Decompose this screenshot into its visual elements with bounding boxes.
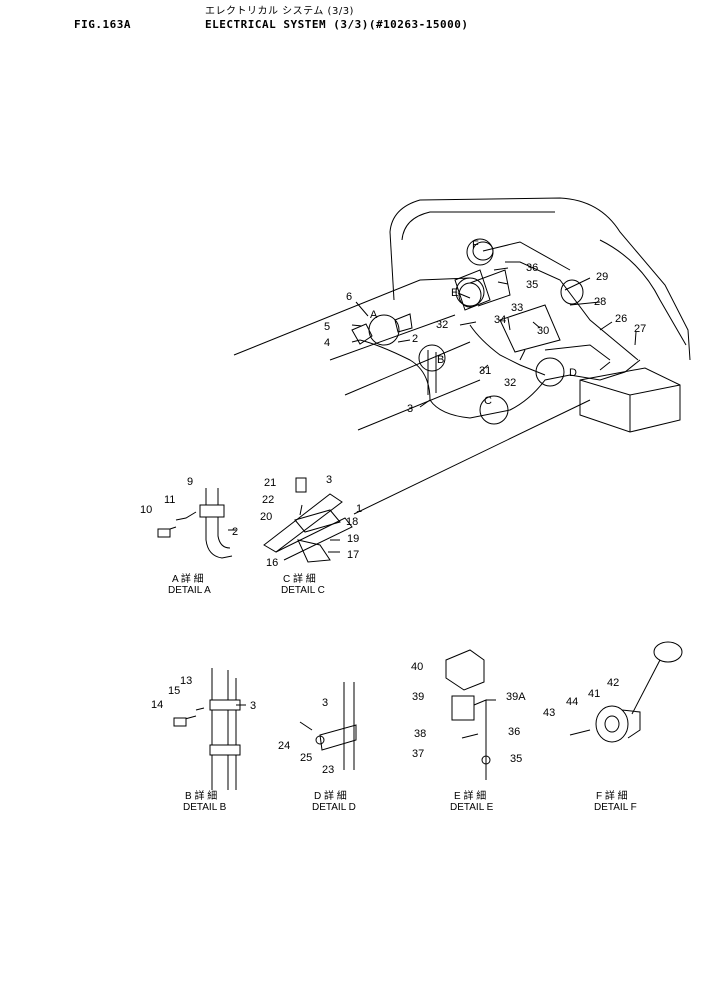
detail-a-part-10: 10	[140, 504, 152, 516]
detail-f-part-42: 42	[607, 677, 619, 689]
detail-c-part-17: 17	[347, 549, 359, 561]
detail-c-drawing: 21 3 22 1 20 18 19 16 17 C 詳 細 DETAIL C	[260, 474, 362, 596]
detail-b-caption: DETAIL B	[183, 802, 227, 813]
callout-28: 28	[594, 296, 606, 308]
detail-c-leader	[353, 399, 591, 515]
detail-d-part-25: 25	[300, 752, 312, 764]
figure-title: ELECTRICAL SYSTEM (3/3)(#10263-15000)	[205, 18, 469, 31]
detail-c-part-20: 20	[260, 511, 272, 523]
callout-5: 5	[324, 321, 330, 333]
detail-e-part-40: 40	[411, 661, 423, 673]
detail-a-caption: DETAIL A	[168, 585, 211, 596]
detail-e-part-38: 38	[414, 728, 426, 740]
detail-c-part-1: 1	[356, 503, 362, 515]
detail-f-part-43: 43	[543, 707, 555, 719]
detail-f-caption: DETAIL F	[594, 802, 637, 813]
callout-4: 4	[324, 337, 330, 349]
main-callout-labels: F 36 35 29 E 33 28 6 A 34 5 2 32 30 26 2…	[324, 239, 646, 415]
detail-e-small-label: E 詳 細	[454, 789, 486, 802]
callout-3: 3	[407, 403, 413, 415]
callout-E: E	[451, 287, 458, 299]
detail-e-part-39: 39	[412, 691, 424, 703]
detail-f-drawing: 42 41 44 43 F 詳 細 DETAIL F	[543, 641, 683, 813]
detail-a-drawing: 9 11 10 2 A 詳 細 DETAIL A	[140, 476, 238, 596]
callout-35: 35	[526, 279, 538, 291]
callout-6: 6	[346, 291, 352, 303]
callout-34: 34	[494, 314, 506, 326]
detail-a-part-2: 2	[232, 526, 238, 538]
callout-C: C	[484, 395, 492, 407]
detail-f-part-44: 44	[566, 696, 578, 708]
detail-e-part-35: 35	[510, 753, 522, 765]
figure-number: FIG.163A	[74, 18, 131, 31]
detail-c-small-label: C 詳 細	[283, 572, 316, 585]
detail-c-part-21: 21	[264, 477, 276, 489]
callout-29: 29	[596, 271, 608, 283]
detail-b-part-14: 14	[151, 699, 163, 711]
detail-b-small-label: B 詳 細	[185, 789, 217, 802]
detail-c-part-3: 3	[326, 474, 332, 486]
callout-27: 27	[634, 323, 646, 335]
detail-c-part-19: 19	[347, 533, 359, 545]
detail-c-caption: DETAIL C	[281, 585, 325, 596]
detail-e-part-37: 37	[412, 748, 424, 760]
main-assembly-drawing	[233, 197, 691, 433]
detail-e-part-39A: 39A	[506, 691, 526, 703]
detail-b-part-15: 15	[168, 685, 180, 697]
callout-30: 30	[537, 325, 549, 337]
detail-c-part-22: 22	[262, 494, 274, 506]
detail-b-part-13: 13	[180, 675, 192, 687]
detail-e-drawing: 40 39 39A 38 36 37 35 E 詳 細 DETAIL E	[411, 649, 526, 813]
detail-b-part-3: 3	[250, 700, 256, 712]
detail-c-part-18: 18	[346, 516, 358, 528]
detail-d-small-label: D 詳 細	[314, 789, 347, 802]
detail-a-part-9: 9	[187, 476, 193, 488]
detail-c-part-16: 16	[266, 557, 278, 569]
detail-d-caption: DETAIL D	[312, 802, 356, 813]
callout-36: 36	[526, 262, 538, 274]
detail-a-small-label: A 詳 細	[172, 572, 204, 585]
detail-b-drawing: 13 15 14 3 B 詳 細 DETAIL B	[151, 668, 256, 813]
callout-A: A	[370, 309, 378, 321]
detail-a-part-11: 11	[164, 494, 175, 506]
detail-d-part-3: 3	[322, 697, 328, 709]
japanese-title: エレクトリカル システム (3/3)	[205, 6, 354, 17]
detail-f-small-label: F 詳 細	[596, 789, 628, 802]
detail-d-part-24: 24	[278, 740, 290, 752]
callout-32b: 32	[504, 377, 516, 389]
callout-D: D	[569, 367, 577, 379]
callout-31: 31	[479, 365, 491, 377]
callout-2: 2	[412, 333, 418, 345]
callout-B: B	[437, 354, 444, 366]
detail-e-caption: DETAIL E	[450, 802, 494, 813]
callout-26: 26	[615, 313, 627, 325]
callout-32a: 32	[436, 319, 448, 331]
callout-33: 33	[511, 302, 523, 314]
detail-e-part-36: 36	[508, 726, 520, 738]
detail-f-part-41: 41	[588, 688, 600, 700]
detail-d-part-23: 23	[322, 764, 334, 776]
callout-F: F	[472, 239, 479, 251]
detail-d-drawing: 3 24 25 23 D 詳 細 DETAIL D	[278, 682, 357, 813]
